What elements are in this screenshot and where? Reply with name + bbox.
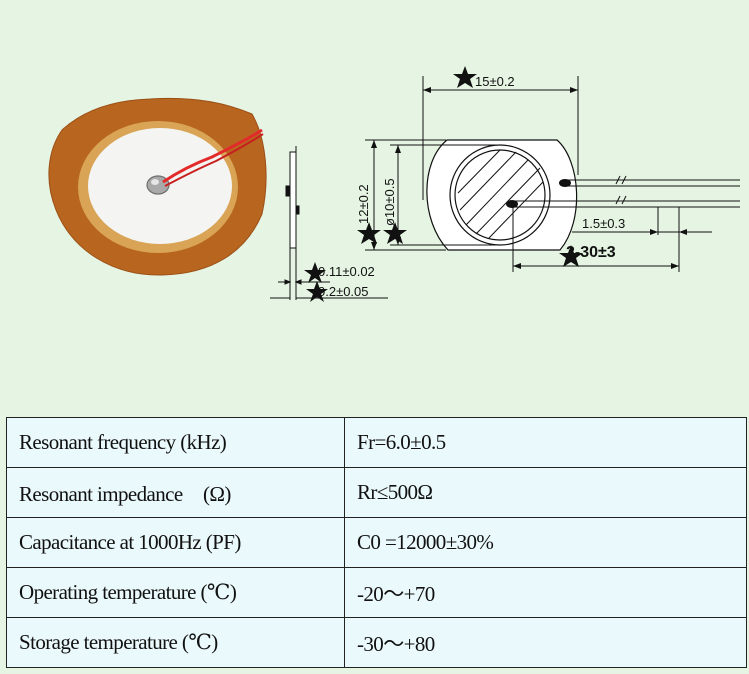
spec-table: Resonant frequency (kHz) Fr=6.0±0.5 Reso… [6,417,747,668]
star-icon [453,66,477,88]
red-wire [162,128,263,184]
dim-total-thickness: 0.2±0.05 [318,284,369,299]
param-label: Resonant impedance (Ω) [6,467,345,518]
table-row: Storage temperature (℃) -30～+80 [6,617,747,668]
star-icon [357,222,381,244]
dim-lead-length: 2-30±3 [566,244,616,261]
solder-highlight [151,179,159,185]
product-drawing: 0.11±0.02 0.2±0.05 [48,66,740,302]
dim-ceramic-diameter: ø10±0.5 [382,178,397,226]
side-view [270,146,388,300]
param-value: -30～+80 [344,617,747,668]
red-wire-2 [164,133,264,187]
dim-ceramic-thickness: 0.11±0.02 [318,264,375,279]
figure-area: 0.11±0.02 0.2±0.05 [48,66,740,302]
param-value: Fr=6.0±0.5 [344,417,747,468]
solder-pad-bottom [506,200,518,208]
param-label: Operating temperature (℃) [6,567,345,618]
dim-lead-strip: 1.5±0.3 [582,216,625,231]
param-value: C0 =12000±30% [344,517,747,568]
star-icon [559,245,583,267]
front-view [365,76,740,272]
star-icon [306,281,328,302]
solder-pad-top [559,179,571,187]
star-icon [383,222,407,244]
param-value: -20～+70 [344,567,747,618]
table-row: Capacitance at 1000Hz (PF) C0 =12000±30% [6,517,747,568]
param-label: Capacitance at 1000Hz (PF) [6,517,345,568]
star-icon [304,262,326,283]
table-row: Resonant frequency (kHz) Fr=6.0±0.5 [6,417,747,468]
dim-height: 12±0.2 [356,184,371,224]
dim-outer-diameter: 15±0.2 [475,74,515,89]
param-value: Rr≤500Ω [344,467,747,518]
param-label: Resonant frequency (kHz) [6,417,345,468]
table-row: Resonant impedance (Ω) Rr≤500Ω [6,467,747,518]
piezo-disc-photo [48,97,267,276]
param-label: Storage temperature (℃) [6,617,345,668]
table-row: Operating temperature (℃) -20～+70 [6,567,747,618]
